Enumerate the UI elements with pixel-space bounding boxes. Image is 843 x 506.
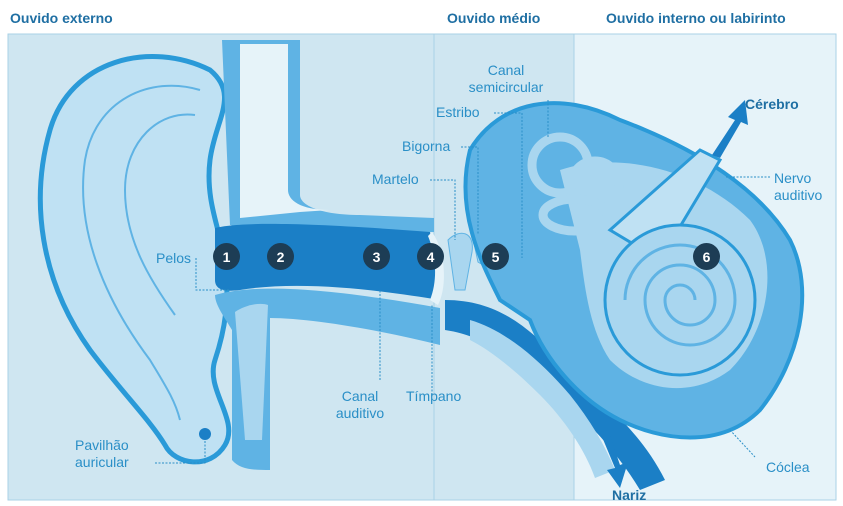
marker-5: 5 (482, 243, 509, 270)
marker-4: 4 (417, 243, 444, 270)
label-nervo-line1: Nervo (774, 170, 822, 187)
marker-3: 3 (363, 243, 390, 270)
label-coclea: Cóclea (766, 459, 810, 476)
label-nervo-auditivo: Nervo auditivo (774, 170, 822, 204)
label-canal-semicircular-line2: semicircular (456, 79, 556, 96)
marker-1: 1 (213, 243, 240, 270)
label-cerebro: Cérebro (745, 96, 799, 113)
marker-6: 6 (693, 243, 720, 270)
label-pavilhao-auricular: Pavilhão auricular (75, 437, 129, 471)
label-canal-semicircular: Canal semicircular (456, 62, 556, 96)
label-canal-semicircular-line1: Canal (456, 62, 556, 79)
label-pavilhao-line2: auricular (75, 454, 129, 471)
label-canal-auditivo: Canal auditivo (325, 388, 395, 422)
label-nariz: Nariz (612, 487, 646, 504)
label-martelo: Martelo (372, 171, 419, 188)
pavilhao-dot (199, 428, 211, 440)
label-pelos: Pelos (156, 250, 191, 267)
label-pavilhao-line1: Pavilhão (75, 437, 129, 454)
label-canal-auditivo-line1: Canal (325, 388, 395, 405)
label-canal-auditivo-line2: auditivo (325, 405, 395, 422)
label-timpano: Tímpano (406, 388, 461, 405)
label-estribo: Estribo (436, 104, 480, 121)
marker-2: 2 (267, 243, 294, 270)
label-nervo-line2: auditivo (774, 187, 822, 204)
cochlea-outer (605, 225, 755, 375)
label-bigorna: Bigorna (402, 138, 450, 155)
